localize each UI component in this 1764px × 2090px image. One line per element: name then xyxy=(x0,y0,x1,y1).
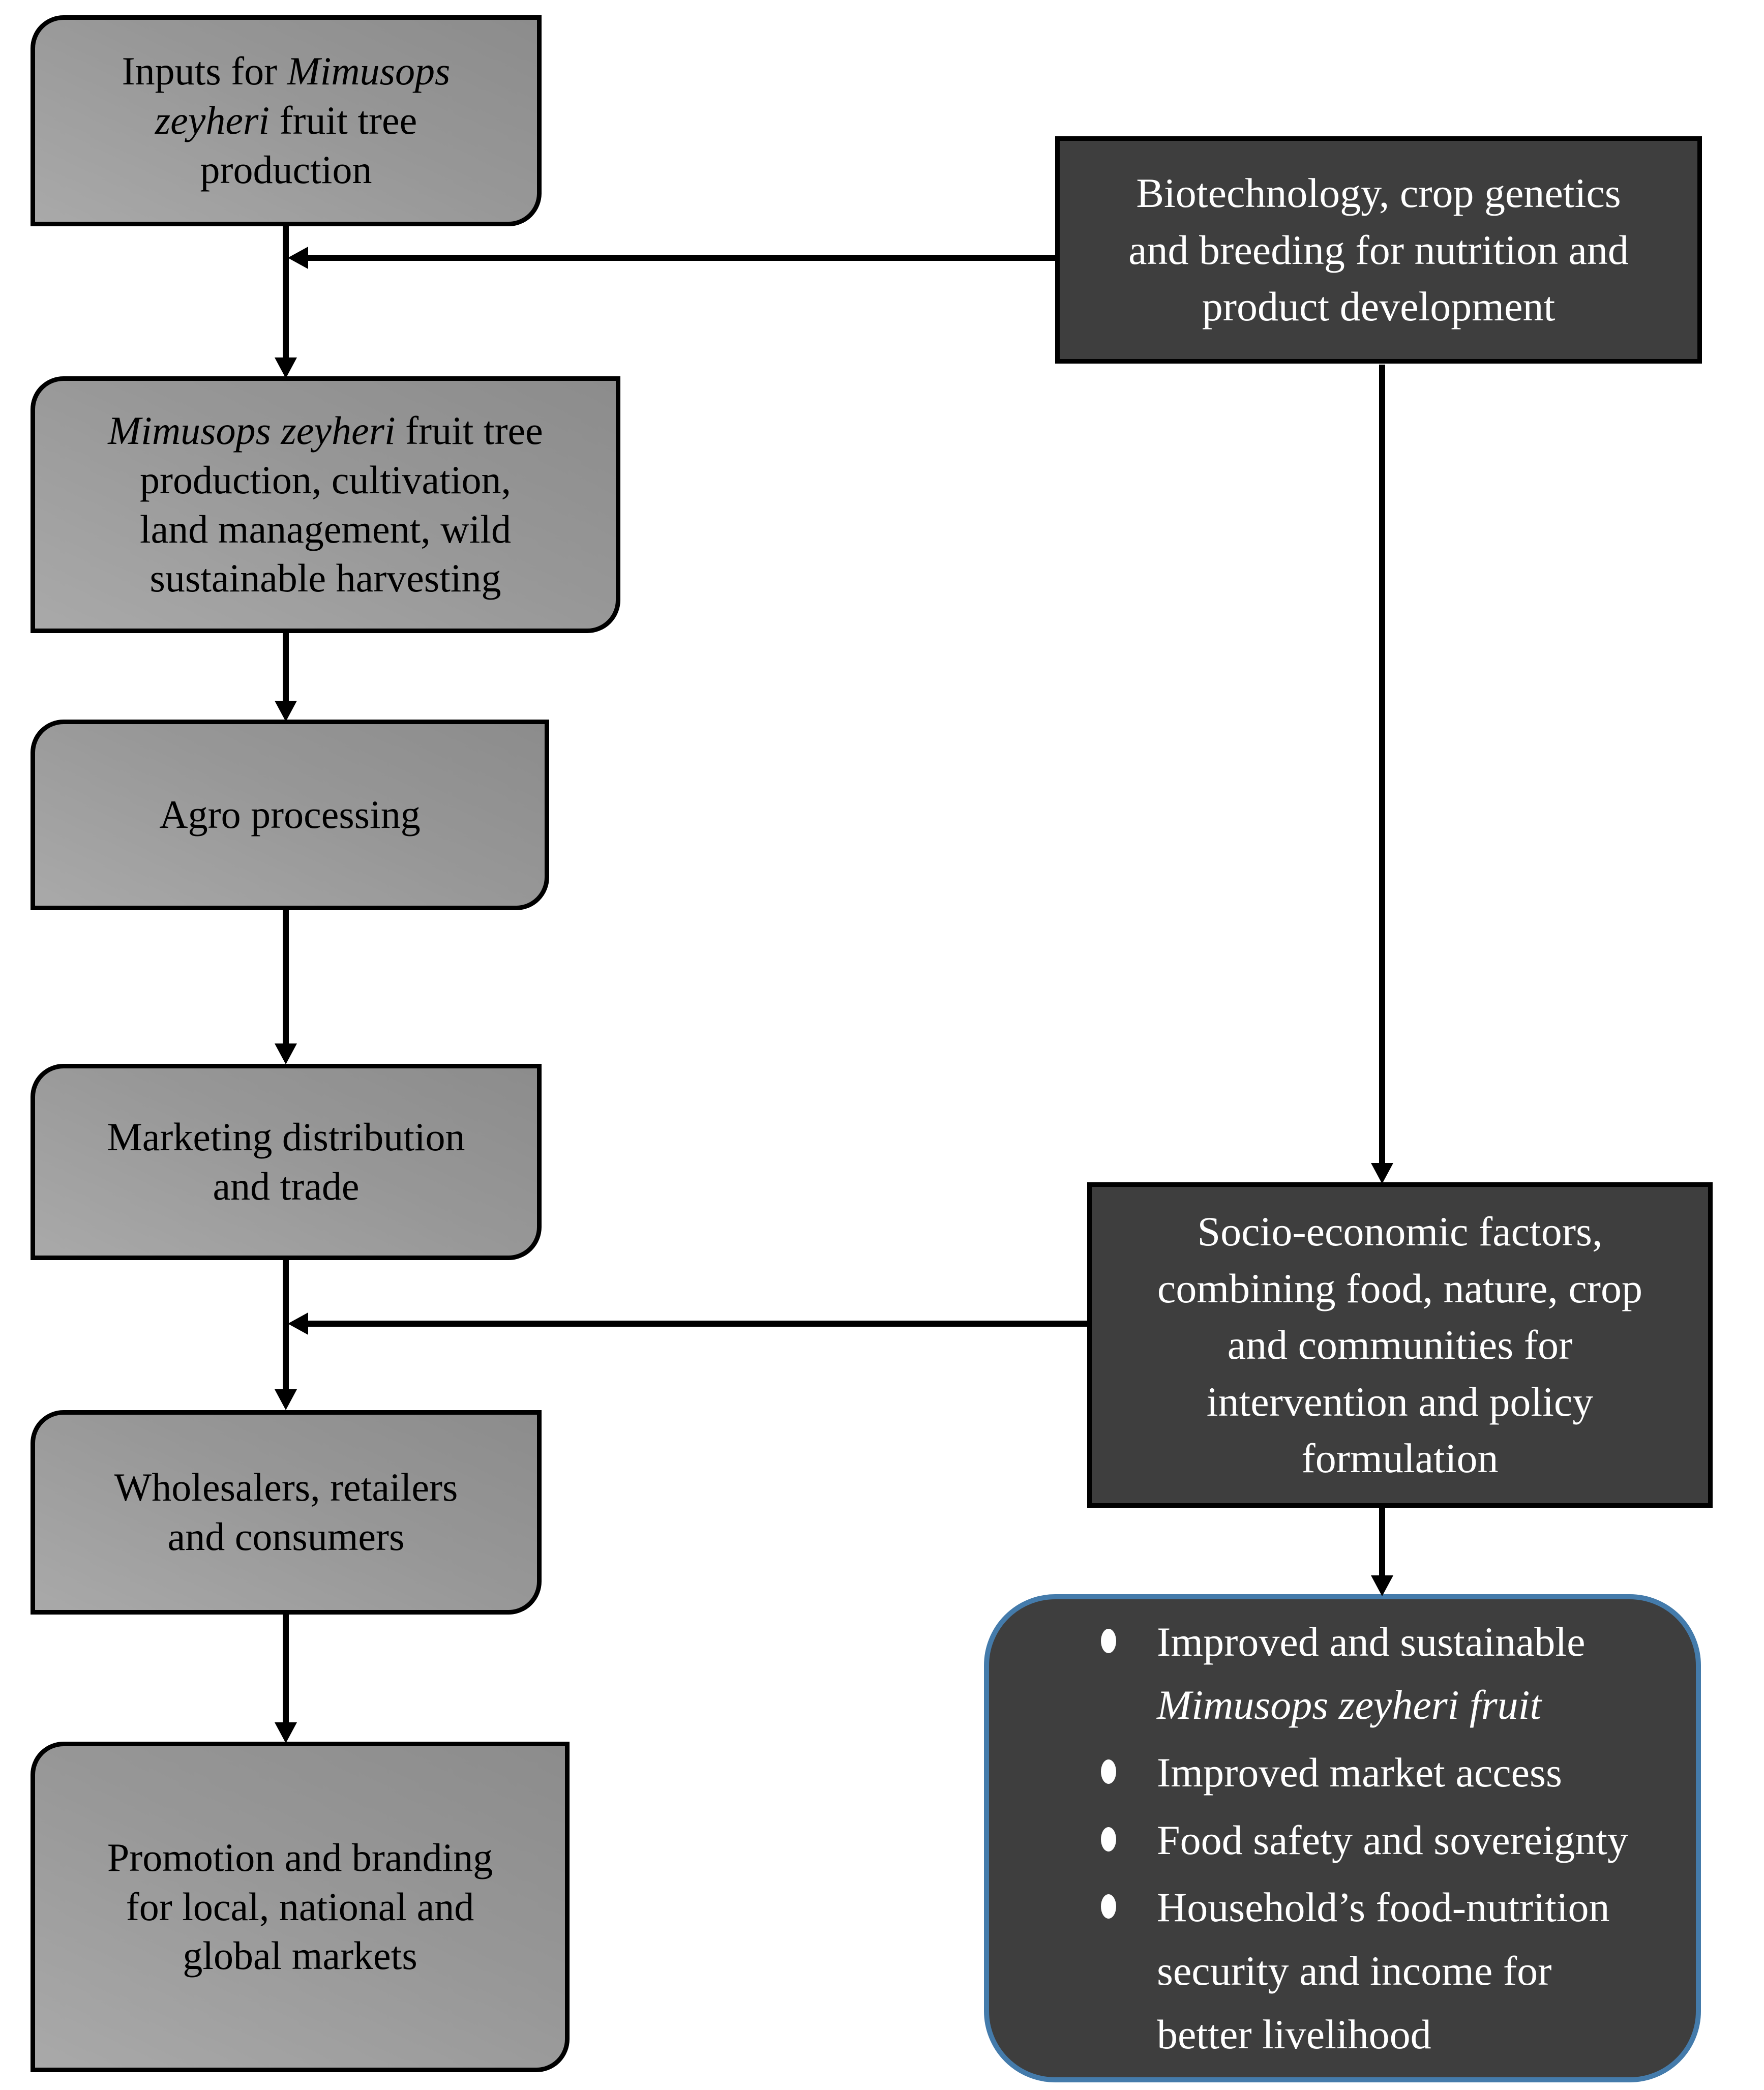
arrow-biotech-to-socio-line xyxy=(1379,365,1385,1163)
arrow-biotech-to-inputs-line xyxy=(307,255,1055,261)
outcomes-item-text: Improved market access xyxy=(1157,1749,1562,1796)
outcomes-list-item: Improved market access xyxy=(1101,1741,1676,1805)
arrow-socio-to-marketing-head xyxy=(288,1312,308,1335)
box-agro-processing: Agro processing xyxy=(31,720,549,910)
arrow-production-to-agro-line xyxy=(283,633,289,701)
arrow-biotech-to-inputs-head xyxy=(288,247,308,269)
arrow-inputs-to-production-head xyxy=(275,357,297,378)
bullet-icon xyxy=(1101,1759,1116,1784)
arrow-inputs-to-production-line xyxy=(283,226,289,357)
bullet-icon xyxy=(1101,1628,1116,1653)
arrow-biotech-to-socio-head xyxy=(1371,1163,1393,1184)
box-socio-economic-text: Socio-economic factors,combining food, n… xyxy=(1157,1208,1643,1482)
bullet-icon xyxy=(1101,1827,1116,1852)
outcomes-list-item: Food safety and sovereignty xyxy=(1101,1809,1676,1872)
arrow-marketing-to-wholesalers-head xyxy=(275,1389,297,1410)
arrow-wholesalers-to-promotion-head xyxy=(275,1722,297,1743)
arrow-production-to-agro-head xyxy=(275,701,297,722)
arrow-socio-to-outcomes-head xyxy=(1371,1575,1393,1596)
bullet-icon xyxy=(1101,1894,1116,1919)
arrow-agro-to-marketing-line xyxy=(283,910,289,1043)
arrow-agro-to-marketing-head xyxy=(275,1043,297,1064)
arrow-wholesalers-to-promotion-line xyxy=(283,1615,289,1722)
arrow-socio-to-marketing-line xyxy=(307,1321,1087,1327)
outcomes-item-text: Food safety and sovereignty xyxy=(1157,1816,1628,1863)
box-socio-economic: Socio-economic factors,combining food, n… xyxy=(1087,1182,1713,1508)
arrow-marketing-to-wholesalers-line xyxy=(283,1260,289,1389)
box-agro-processing-text: Agro processing xyxy=(159,792,421,837)
arrow-socio-to-outcomes-line xyxy=(1379,1508,1385,1575)
